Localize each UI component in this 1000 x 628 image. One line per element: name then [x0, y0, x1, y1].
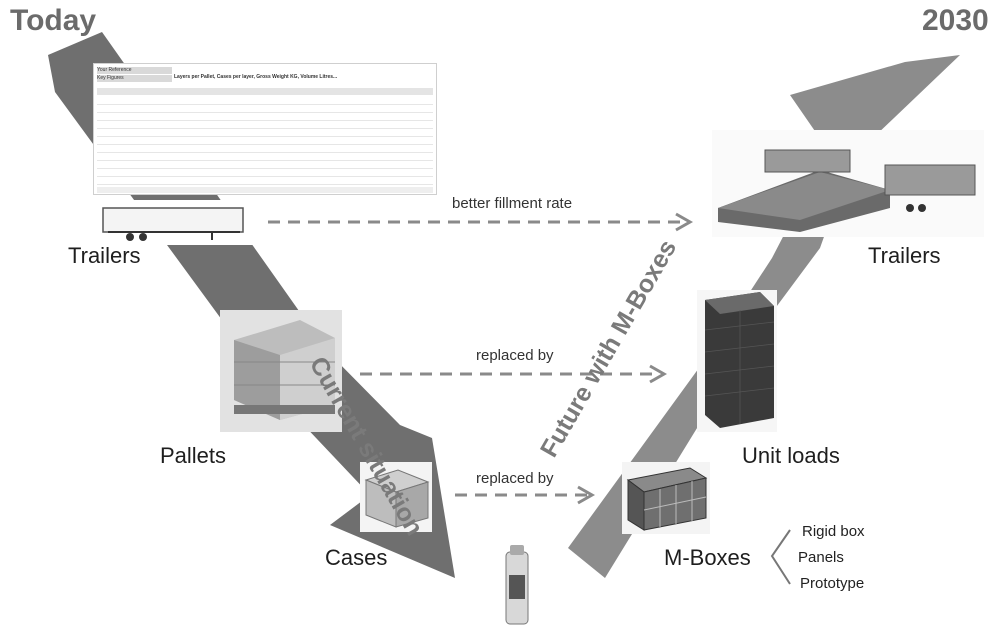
sheet-field-key-figures-label: Key Figures [97, 75, 124, 81]
sheet-tab-bar [97, 187, 433, 193]
table-row [97, 122, 433, 129]
pallets-replaced-by-label: replaced by [476, 347, 554, 364]
m-box-types-bracket [770, 529, 791, 585]
trailers-left-label: Trailers [68, 243, 141, 268]
m-box-type-prototype: Prototype [800, 575, 865, 592]
dashed-arrows [268, 220, 688, 497]
trailer-side-image [88, 200, 263, 245]
table-row [97, 114, 433, 121]
arrow-heads [577, 212, 694, 505]
m-boxes-label: M-Boxes [664, 545, 751, 570]
table-row [97, 138, 433, 145]
table-row [97, 130, 433, 137]
better-fillment-rate-label: better fillment rate [452, 195, 573, 212]
pallet-image [220, 310, 342, 432]
table-row [97, 106, 433, 113]
trailers-right-label: Trailers [868, 243, 941, 268]
table-row [97, 146, 433, 153]
table-row [97, 178, 433, 185]
cases-label: Cases [325, 545, 388, 570]
sheet-column-header [97, 88, 433, 95]
table-row [97, 98, 433, 105]
sheet-field-reference-label: Your Reference [97, 67, 132, 73]
m-box-type-panels: Panels [798, 549, 844, 566]
m-box-image [622, 462, 710, 534]
pallets-label: Pallets [160, 443, 227, 468]
today-title: Today [10, 4, 97, 37]
sheet-field-key-figures: Key Figures [97, 75, 172, 82]
sheet-field-reference: Your Reference [97, 67, 172, 74]
year-2030-title: 2030 [922, 4, 989, 37]
key-figures-spreadsheet: Your Reference Key Figures Layers per Pa… [93, 63, 437, 195]
product-bottle-image [505, 545, 529, 625]
cases-replaced-by-label: replaced by [476, 470, 554, 487]
unit-loads-label: Unit loads [742, 443, 840, 468]
case-box-image [360, 462, 432, 532]
unit-load-image [697, 290, 777, 432]
table-row [97, 154, 433, 161]
table-row [97, 162, 433, 169]
table-row [97, 170, 433, 177]
m-box-type-rigid-box: Rigid box [802, 523, 865, 540]
sheet-header-text: Layers per Pallet, Cases per layer, Gros… [174, 74, 338, 80]
trailers-3d-image [712, 130, 984, 237]
